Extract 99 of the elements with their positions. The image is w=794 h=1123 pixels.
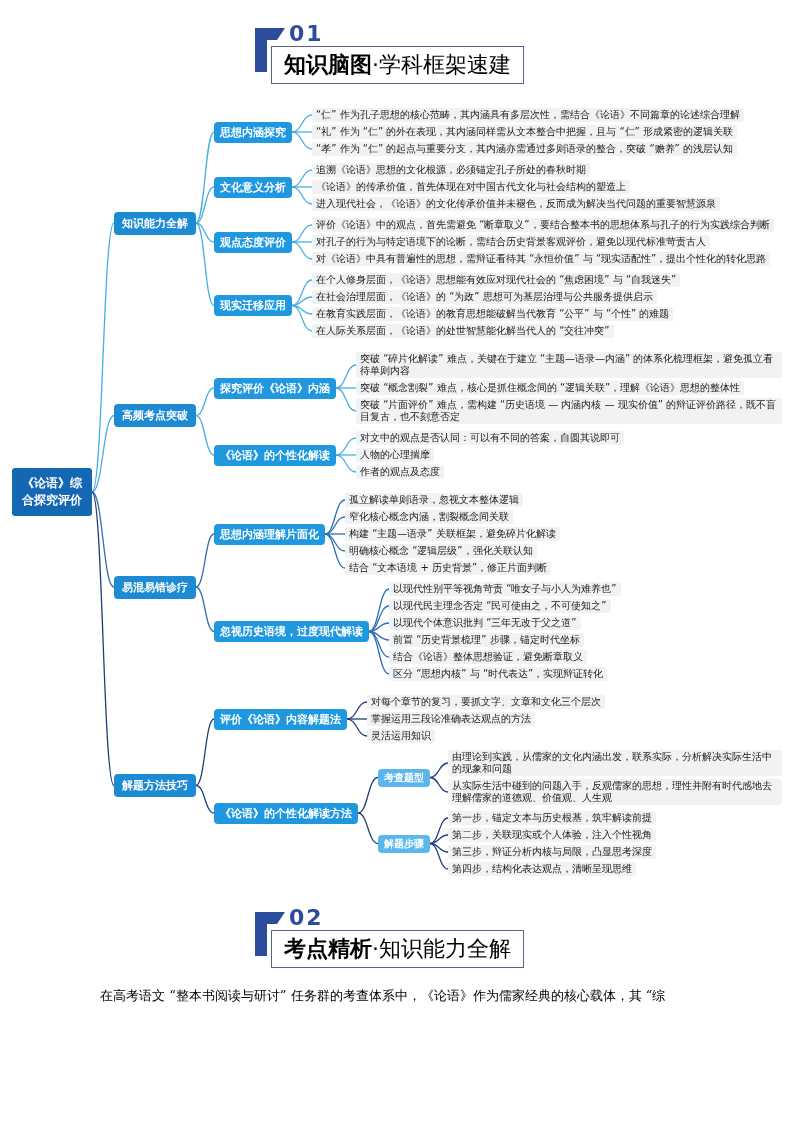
connector-line [291, 241, 313, 260]
main-topic: 知识能力全解 [114, 211, 196, 235]
connector-line [195, 533, 215, 588]
subtopic: 观点态度评价 [214, 231, 292, 253]
connector-line [335, 454, 357, 473]
connector-line [368, 588, 390, 633]
connector-line [335, 387, 357, 412]
connector-line [195, 222, 215, 307]
detail-note: 第一步，锚定文本与历史根基，筑牢解读前提 [448, 811, 656, 825]
subtopic: 探究评价《论语》内涵 [214, 377, 336, 399]
detail-note: 突破 “概念割裂” 难点，核心是抓住概念间的 “逻辑关联”，理解《论语》思想的整体性 [356, 381, 745, 395]
detail-note: 突破 “片面评价” 难点，需构建 “历史语境 — 内涵内核 — 现实价值” 的辩证评价路径，既不盲目复古，也不刻意否定 [356, 398, 782, 424]
detail-note: 在教育实践层面，《论语》的教育思想能破解当代教育 “公平” 与 “个性” 的难题 [312, 307, 674, 321]
detail-note: 作者的观点及态度 [356, 465, 444, 479]
connector-line [429, 762, 449, 779]
subtopic: 忽视历史语境，过度现代解读 [214, 621, 369, 642]
main-topic: 高频考点突破 [114, 404, 196, 427]
connector-line [368, 630, 390, 675]
detail-note: 明确核心概念 “逻辑层级”，强化关联认知 [345, 544, 537, 558]
connector-line [429, 842, 449, 853]
detail-note: 构建 “主题—语录” 关联框架，避免碎片化解读 [345, 527, 560, 541]
section-number: 01 [289, 22, 324, 46]
detail-note: 窄化核心概念内涵，割裂概念间关联 [345, 510, 513, 524]
detail-note: 灵活运用知识 [367, 729, 435, 743]
detail-note: 追溯《论语》思想的文化根源，必须锚定孔子所处的春秋时期 [312, 163, 590, 177]
section-header [255, 906, 524, 968]
detail-note: 突破 “碎片化解读” 难点，关键在于建立 “主题—语录—内涵” 的体系化梳理框架，避免孤立看待单则内容 [356, 352, 782, 378]
main-topic: 易混易错诊疗 [114, 575, 196, 599]
connector-line [195, 414, 215, 456]
section-heading: 知识脑图·学科框架速建 [271, 46, 524, 84]
detail-note: 在个人修身层面，《论语》思想能有效应对现代社会的 “焦虑困境” 与 “自我迷失” [312, 273, 681, 287]
connector-line [195, 222, 215, 243]
connector-line [368, 605, 390, 633]
detail-note: 在人际关系层面，《论语》的处世智慧能化解当代人的 “交往冲突” [312, 324, 614, 338]
connector-line [195, 718, 215, 787]
category-tag: 考查题型 [378, 768, 430, 787]
connector-line [195, 586, 215, 633]
detail-note: 《论语》的传承价值，首先体现在对中国古代文化与社会结构的塑造上 [312, 180, 630, 194]
connector-line [291, 131, 313, 150]
detail-note: 由理论到实践，从儒家的文化内涵出发，联系实际，分析解决实际生活中的现象和问题 [448, 750, 782, 776]
connector-line [195, 387, 215, 417]
connector-line [429, 776, 449, 793]
subtopic: 评价《论语》内容解题法 [214, 708, 347, 730]
connector-line [346, 718, 368, 737]
detail-note: 评价《论语》中的观点，首先需避免 “断章取义”，要结合整本书的思想体系与孔子的行为实践综合判断 [312, 218, 774, 232]
subtopic: 现实迁移应用 [214, 295, 292, 316]
detail-note: 区分 “思想内核” 与 “时代表达”，实现辩证转化 [389, 667, 608, 681]
connector-line [195, 131, 215, 224]
connector-line [91, 491, 115, 787]
subtopic: 思想内涵探究 [214, 121, 292, 143]
connector-line [429, 834, 449, 845]
section-number: 02 [289, 906, 324, 930]
detail-note: 孤立解读单则语录，忽视文本整体逻辑 [345, 493, 523, 507]
main-topic: 解题方法技巧 [114, 774, 196, 797]
connector-line [91, 414, 115, 493]
connector-line [429, 817, 449, 845]
detail-note: 结合 “文本语境 + 历史背景”，修正片面判断 [345, 561, 552, 575]
detail-note: 第三步，辩证分析内核与局限，凸显思考深度 [448, 845, 656, 859]
connector-line [195, 186, 215, 224]
detail-note: 以现代性别平等视角苛责 “唯女子与小人为难养也” [389, 582, 621, 596]
detail-note: 以现代个体意识批判 “三年无改于父之道” [389, 616, 581, 630]
detail-note: 结合《论语》整体思想验证，避免断章取义 [389, 650, 587, 664]
section-heading: 考点精析·知识能力全解 [271, 930, 524, 968]
detail-note: 第二步，关联现实或个人体验，注入个性视角 [448, 828, 656, 842]
category-tag: 解题步骤 [378, 834, 430, 853]
detail-note: “仁” 作为孔子思想的核心范畴，其内涵具有多层次性，需结合《论语》不同篇章的论述综合理解 [312, 108, 744, 122]
connector-line [429, 842, 449, 870]
detail-note: 对孔子的行为与特定语境下的论断，需结合历史背景客观评价，避免以现代标准苛责古人 [312, 235, 710, 249]
section-header [255, 22, 524, 84]
detail-note: 以现代民主理念否定 “民可使由之，不可使知之” [389, 599, 611, 613]
connector-line [91, 491, 115, 588]
body-paragraph: 在高考语文 “整本书阅读与研讨” 任务群的考查体系中，《论语》作为儒家经典的核心载体，其 “综 [99, 987, 667, 1005]
connector-line [357, 812, 379, 845]
connector-line [368, 630, 390, 658]
detail-note: “孝” 作为 “仁” 的起点与重要分支，其内涵亦需通过多则语录的整合，突破 “赡养” 的浅层认知 [312, 142, 737, 156]
detail-note: 对文中的观点是否认同：可以有不同的答案，自圆其说即可 [356, 431, 624, 445]
detail-note: 前置 “历史背景梳理” 步骤，锚定时代坐标 [389, 633, 584, 647]
connector-line [324, 533, 346, 569]
connector-line [291, 304, 313, 332]
detail-note: 从实际生活中碰到的问题入手，反观儒家的思想，理性并附有时代感地去理解儒家的道德观、价值观、人生观 [448, 779, 782, 805]
connector-line [291, 186, 313, 205]
subtopic: 文化意义分析 [214, 176, 292, 198]
detail-note: “礼” 作为 “仁” 的外在表现，其内涵同样需从文本整合中把握，且与 “仁” 形成紧密的逻辑关联 [312, 125, 737, 139]
detail-note: 人物的心理揣摩 [356, 448, 434, 462]
subtopic: 《论语》的个性化解读方法 [214, 802, 358, 824]
subtopic: 思想内涵理解片面化 [214, 523, 325, 545]
connector-line [357, 776, 379, 814]
connector-line [324, 499, 346, 535]
detail-note: 第四步，结构化表达观点，清晰呈现思维 [448, 862, 636, 876]
detail-note: 在社会治理层面，《论语》的 “为政” 思想可为基层治理与公共服务提供启示 [312, 290, 657, 304]
central-topic: 《论语》综合探究评价 [12, 468, 92, 516]
detail-note: 掌握运用三段论准确表达观点的方法 [367, 712, 535, 726]
subtopic: 《论语》的个性化解读 [214, 444, 336, 466]
detail-note: 进入现代社会，《论语》的文化传承价值并未褪色，反而成为解决当代问题的重要智慧源泉 [312, 197, 720, 211]
connector-line [291, 279, 313, 307]
detail-note: 对每个章节的复习，要抓文字、文章和文化三个层次 [367, 695, 605, 709]
detail-note: 对《论语》中具有普遍性的思想，需辩证看待其 “永恒价值” 与 “现实适配性”，提出个性化的转化思路 [312, 252, 771, 266]
connector-line [91, 222, 115, 493]
connector-line [195, 784, 215, 814]
